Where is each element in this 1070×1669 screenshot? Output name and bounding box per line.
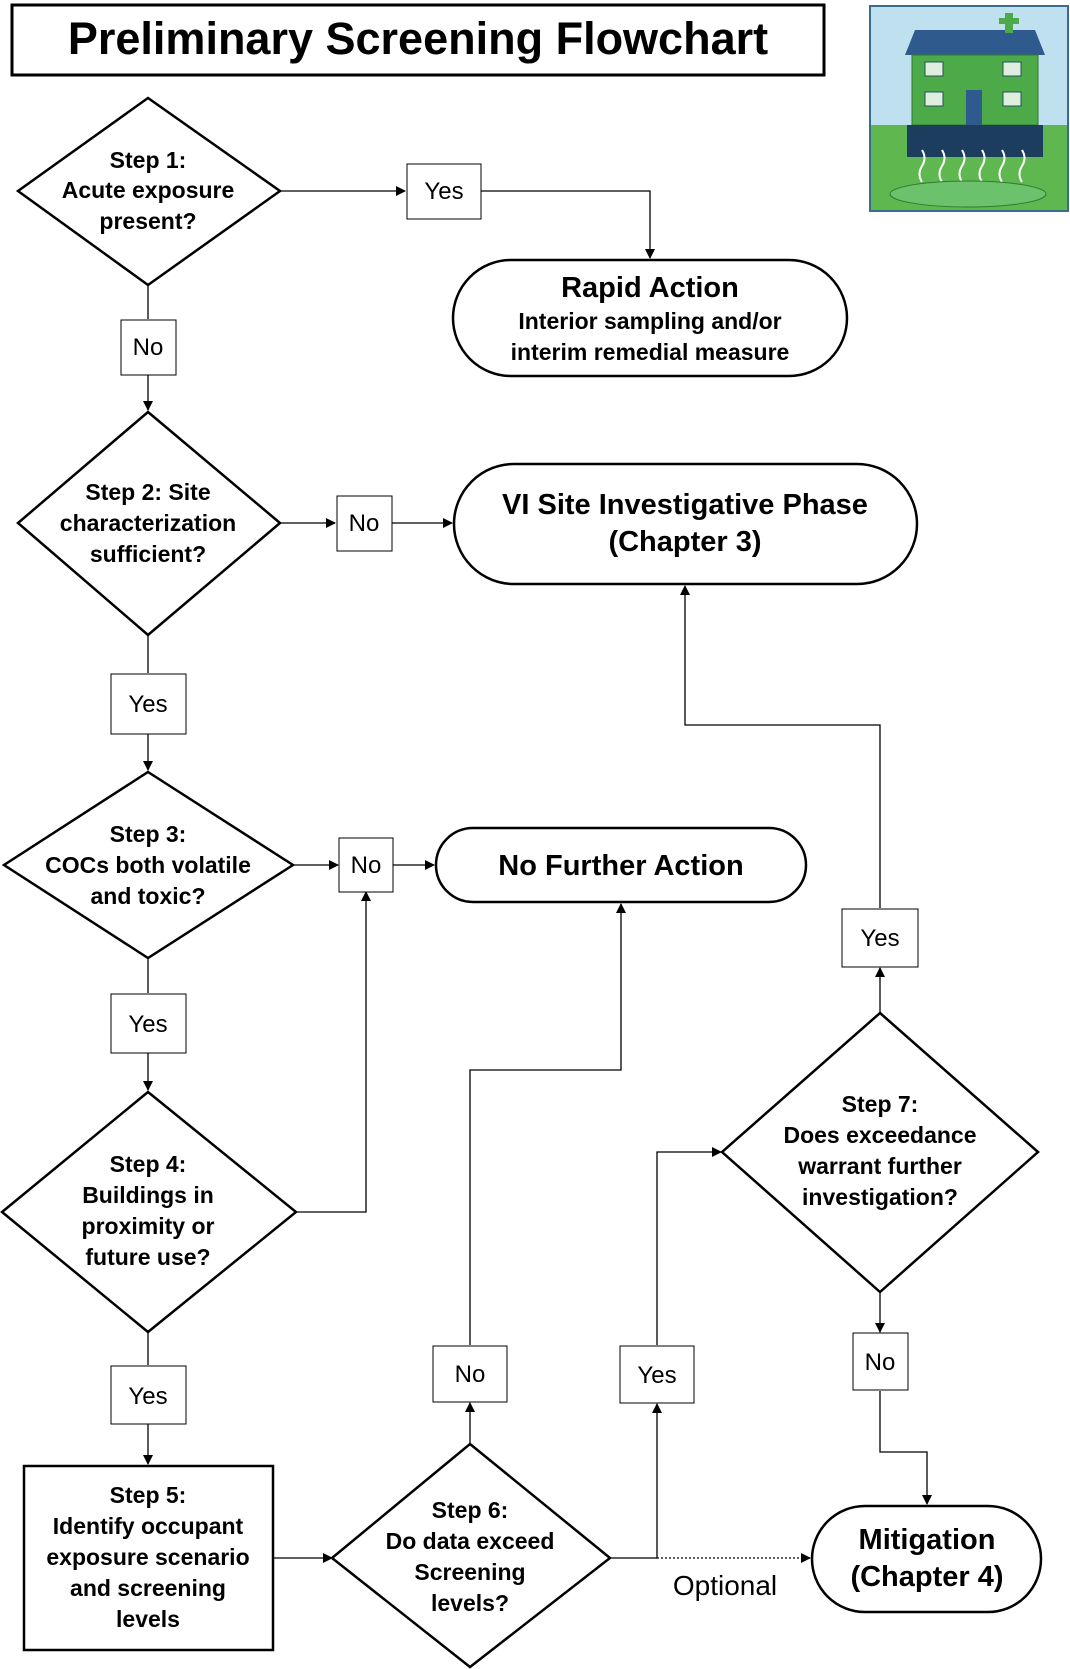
svg-text:(Chapter 3): (Chapter 3): [608, 526, 761, 558]
step4-yes-label: Yes: [110, 1365, 187, 1425]
step7-decision: Step 7: Does exceedance warrant further …: [720, 1011, 1040, 1294]
rapid-action-terminal: Rapid Action Interior sampling and/or in…: [451, 258, 849, 378]
svg-text:Step 5:: Step 5:: [110, 1482, 187, 1508]
svg-text:Do data exceed: Do data exceed: [386, 1528, 555, 1554]
svg-text:No: No: [349, 510, 380, 537]
svg-text:Acute exposure: Acute exposure: [62, 177, 235, 203]
step7-no-label: No: [852, 1332, 909, 1391]
step5-process-box: Step 5: Identify occupant exposure scena…: [22, 1464, 275, 1652]
svg-text:(Chapter 4): (Chapter 4): [850, 1561, 1003, 1593]
optional-label: Optional: [673, 1570, 777, 1601]
svg-text:Screening: Screening: [414, 1559, 525, 1585]
title-box: Preliminary Screening Flowchart: [10, 3, 826, 77]
svg-text:Step 3:: Step 3:: [110, 821, 187, 847]
svg-text:Yes: Yes: [637, 1362, 676, 1389]
svg-text:Step 2: Site: Step 2: Site: [85, 479, 210, 505]
svg-text:Rapid Action: Rapid Action: [561, 272, 739, 304]
svg-text:Mitigation: Mitigation: [859, 1524, 996, 1556]
svg-text:interim remedial measure: interim remedial measure: [511, 339, 790, 365]
step3-yes-label: Yes: [110, 993, 187, 1054]
step3-decision: Step 3: COCs both volatile and toxic?: [1, 770, 296, 960]
step6-no-label: No: [432, 1345, 508, 1403]
svg-text:Step 7:: Step 7:: [842, 1091, 919, 1117]
svg-text:No: No: [351, 852, 382, 879]
svg-text:characterization: characterization: [60, 510, 236, 536]
svg-text:Yes: Yes: [860, 925, 899, 952]
mitigation-terminal: Mitigation (Chapter 4): [810, 1504, 1043, 1614]
step7-yes-label: Yes: [841, 908, 919, 968]
svg-text:levels?: levels?: [431, 1590, 509, 1616]
page-title: Preliminary Screening Flowchart: [68, 13, 768, 64]
step6-yes-label: Yes: [619, 1345, 695, 1404]
house-vapor-intrusion-icon: [869, 5, 1069, 212]
svg-text:Yes: Yes: [128, 1011, 167, 1038]
svg-text:present?: present?: [99, 208, 196, 234]
svg-text:exposure scenario: exposure scenario: [46, 1544, 249, 1570]
svg-text:Does exceedance: Does exceedance: [783, 1122, 976, 1148]
svg-text:Yes: Yes: [128, 691, 167, 718]
svg-text:Step 4:: Step 4:: [110, 1151, 187, 1177]
svg-text:sufficient?: sufficient?: [90, 541, 206, 567]
svg-text:warrant further: warrant further: [797, 1153, 962, 1179]
svg-text:Step 1:: Step 1:: [110, 147, 187, 173]
svg-text:No Further Action: No Further Action: [498, 850, 743, 882]
step1-yes-label: Yes: [406, 163, 482, 220]
svg-text:VI Site Investigative Phase: VI Site Investigative Phase: [502, 489, 868, 521]
step1-no-label: No: [120, 319, 177, 376]
step3-no-label: No: [338, 837, 394, 893]
svg-text:Buildings in: Buildings in: [82, 1182, 214, 1208]
svg-text:Identify occupant: Identify occupant: [53, 1513, 244, 1539]
svg-text:Interior sampling and/or: Interior sampling and/or: [518, 308, 781, 334]
svg-text:Step 6:: Step 6:: [432, 1497, 509, 1523]
svg-text:levels: levels: [116, 1606, 180, 1632]
svg-text:No: No: [455, 1361, 486, 1388]
svg-text:proximity or: proximity or: [82, 1213, 215, 1239]
step2-yes-label: Yes: [110, 673, 187, 735]
step4-decision: Step 4: Buildings in proximity or future…: [0, 1090, 298, 1334]
svg-text:Yes: Yes: [128, 1383, 167, 1410]
vi-site-investigative-terminal: VI Site Investigative Phase (Chapter 3): [452, 462, 919, 586]
svg-text:Yes: Yes: [424, 178, 463, 205]
step2-no-label: No: [336, 495, 393, 552]
svg-text:investigation?: investigation?: [802, 1184, 958, 1210]
svg-text:future use?: future use?: [85, 1244, 210, 1270]
svg-text:and toxic?: and toxic?: [90, 883, 205, 909]
svg-text:No: No: [865, 1349, 896, 1376]
step1-decision: Step 1: Acute exposure present?: [15, 96, 283, 287]
svg-text:COCs both volatile: COCs both volatile: [45, 852, 251, 878]
no-further-action-terminal: No Further Action: [434, 826, 808, 904]
step2-decision: Step 2: Site characterization sufficient…: [16, 410, 282, 637]
connectors: [143, 186, 932, 1563]
svg-text:and screening: and screening: [70, 1575, 226, 1601]
svg-text:No: No: [133, 334, 164, 361]
step6-decision: Step 6: Do data exceed Screening levels?: [330, 1442, 613, 1669]
